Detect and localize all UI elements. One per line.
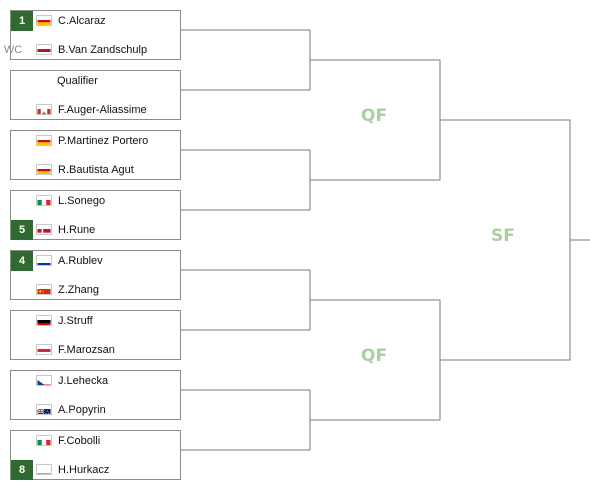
player-name: F.Auger-Aliassime [58, 104, 147, 116]
entry-label: WC [3, 44, 23, 56]
player-row[interactable]: J.Struff [11, 311, 180, 331]
player-name: J.Struff [58, 315, 93, 327]
player-name: L.Sonego [58, 195, 106, 207]
player-row[interactable]: 5 H.Rune [11, 220, 180, 240]
flag-spain-icon [36, 135, 52, 146]
player-name: A.Popyrin [58, 404, 106, 416]
round-label-sf: SF [491, 226, 515, 246]
player-name: Z.Zhang [58, 284, 99, 296]
flag-italy-icon [36, 435, 52, 446]
player-row[interactable]: F.Cobolli [11, 431, 180, 451]
seed-badge: 1 [11, 11, 33, 31]
player-name: B.Van Zandschulp [58, 44, 148, 56]
match-box[interactable]: F.Cobolli 8 H.Hurkacz [10, 430, 181, 480]
player-name: R.Bautista Agut [58, 164, 134, 176]
flag-poland-icon [36, 464, 52, 475]
player-name: H.Rune [58, 224, 96, 236]
player-row[interactable]: R.Bautista Agut [11, 160, 180, 180]
seed-badge: 5 [11, 220, 33, 240]
player-row[interactable]: A.Popyrin [11, 400, 180, 420]
flag-italy-icon [36, 195, 52, 206]
flag-canada-icon [36, 104, 52, 115]
player-name: A.Rublev [58, 255, 103, 267]
seed-badge: 8 [11, 460, 33, 480]
player-row[interactable]: Z.Zhang [11, 280, 180, 300]
player-row[interactable]: WC B.Van Zandschulp [4, 40, 180, 60]
player-name: H.Hurkacz [58, 464, 110, 476]
player-name: C.Alcaraz [58, 15, 106, 27]
flag-netherlands-icon [36, 44, 52, 55]
player-row[interactable]: J.Lehecka [11, 371, 180, 391]
player-row[interactable]: 4 A.Rublev [11, 251, 180, 271]
flag-russia-icon [36, 255, 52, 266]
player-row[interactable]: F.Auger-Aliassime [11, 100, 180, 120]
flag-hungary-icon [36, 344, 52, 355]
flag-denmark-icon [36, 224, 52, 235]
player-name: Qualifier [57, 75, 98, 87]
round-label-qf-top: QF [361, 106, 388, 126]
player-row[interactable]: 1 C.Alcaraz [11, 11, 180, 31]
player-row[interactable]: Qualifier [11, 71, 180, 91]
player-name: F.Cobolli [58, 435, 101, 447]
player-name: F.Marozsan [58, 344, 115, 356]
match-box[interactable]: L.Sonego 5 H.Rune [10, 190, 181, 240]
flag-china-icon [36, 284, 52, 295]
seed-badge: 4 [11, 251, 33, 271]
player-row[interactable]: L.Sonego [11, 191, 180, 211]
player-row[interactable]: F.Marozsan [11, 340, 180, 360]
player-name: P.Martinez Portero [58, 135, 149, 147]
flag-spain-icon [36, 15, 52, 26]
round-label-qf-bottom: QF [361, 346, 388, 366]
player-name: J.Lehecka [58, 375, 109, 387]
flag-australia-icon [36, 404, 52, 415]
flag-spain-icon [36, 164, 52, 175]
flag-germany-icon [36, 315, 52, 326]
player-row[interactable]: P.Martinez Portero [11, 131, 180, 151]
player-row[interactable]: 8 H.Hurkacz [11, 460, 180, 480]
flag-czechia-icon [36, 375, 52, 386]
